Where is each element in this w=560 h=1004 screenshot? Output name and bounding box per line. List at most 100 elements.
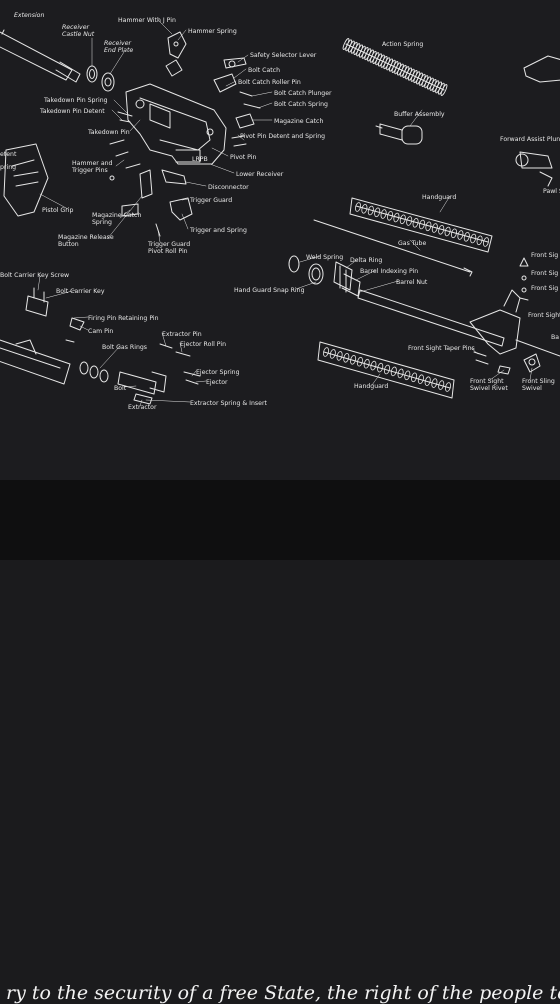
handguard-rib — [377, 362, 384, 373]
bolt-carrier — [0, 339, 71, 385]
barrel-rings — [288, 255, 324, 285]
handguard-rib — [483, 237, 489, 247]
label-front-sig-2: Front Sig — [531, 270, 559, 277]
handguard-bottom — [317, 341, 455, 399]
handguard-rib — [336, 351, 343, 361]
handguard-rib — [444, 226, 451, 237]
handguard-rib — [329, 349, 336, 359]
handguard-rib — [431, 378, 438, 388]
label-pivot-pin-detent-spring: Pivot Pin Detent and Spring — [240, 133, 326, 140]
handguard-rib — [451, 228, 457, 239]
handguard-rib — [412, 218, 419, 228]
barrel — [357, 289, 560, 357]
handguard-rib — [404, 370, 411, 381]
label-takedown-pin-detent: Takedown Pin Detent — [40, 108, 105, 115]
label-barrel-indexing-pin: Barrel Indexing Pin — [360, 268, 419, 275]
label-hammer-spring: Hammer Spring — [188, 28, 237, 35]
label-pistol-grip: Pistol Grip — [42, 207, 74, 214]
handguard-rib — [470, 233, 477, 244]
label-takedown-pin: Takedown Pin — [88, 129, 130, 136]
handguard-rib — [387, 211, 393, 221]
handguard-rib — [425, 221, 432, 232]
bolt-part — [117, 371, 167, 395]
handguard-rib — [350, 355, 357, 365]
action-spring — [345, 43, 445, 91]
label-front-sight-right: Front Sight — [528, 312, 560, 319]
castle-nut — [86, 65, 98, 83]
label-buffer-assembly: Buffer Assembly — [394, 111, 445, 118]
label-bolt-catch-plunger: Bolt Catch Plunger — [274, 90, 332, 97]
handguard-ribs — [323, 202, 489, 392]
handguard-rib — [419, 219, 425, 230]
label-extractor-spring-insert: Extractor Spring & Insert — [190, 400, 267, 407]
bolt-catch-parts — [213, 73, 261, 147]
label-bolt-carrier-key: Bolt Carrier Key — [56, 288, 105, 295]
handguard-rib — [370, 360, 377, 371]
pistol-grip — [3, 143, 49, 217]
label-ejector-roll-pin: Ejector Roll Pin — [180, 341, 227, 348]
label-ba-right: Ba — [551, 334, 560, 341]
label-delta-ring: Delta Ring — [350, 257, 383, 264]
label-bolt-catch-spring: Bolt Catch Spring — [274, 101, 328, 108]
receiver-extension — [0, 29, 81, 83]
cam-pin-firing-pin — [65, 317, 85, 343]
handguard-rib — [361, 204, 368, 214]
label-hammer-with-j-pin: Hammer With J Pin — [118, 17, 176, 24]
label-extension: Extension — [14, 12, 45, 19]
handguard-rib — [380, 209, 387, 219]
front-sight-pins — [473, 351, 541, 375]
handguard-rib — [431, 223, 438, 233]
label-gas-tube: Gas Tube — [398, 240, 427, 247]
label-disconnector: Disconnector — [208, 184, 249, 191]
handguard-rib — [367, 205, 374, 216]
handguard-rib — [363, 358, 370, 369]
end-plate — [101, 72, 115, 92]
label-spring-left: pring — [0, 164, 17, 171]
handguard-rib — [445, 382, 451, 392]
label-extractor: Extractor — [128, 404, 157, 411]
handguard-rib — [399, 214, 406, 225]
label-pivot-pin: Pivot Pin — [230, 154, 257, 161]
label-firing-pin-retaining-pin: Firing Pin Retaining Pin — [88, 315, 159, 322]
label-lower-receiver: Lower Receiver — [236, 171, 284, 178]
handguard-rib — [384, 364, 390, 375]
handguard-rib — [438, 380, 445, 390]
handguard-top — [349, 197, 493, 253]
handguard-rib — [355, 202, 361, 212]
label-handguard-top: Handguard — [422, 194, 457, 201]
handguard-rib — [397, 368, 404, 379]
label-detent: etent — [0, 151, 17, 158]
handguard-rib — [323, 347, 329, 357]
bolt-gas-rings — [79, 361, 109, 383]
forward-assist — [515, 151, 553, 187]
label-trigger-guard: Trigger Guard — [190, 197, 233, 204]
front-sight-small-parts — [519, 257, 529, 301]
lower-receiver-body — [125, 83, 227, 165]
label-trigger-and-spring: Trigger and Spring — [190, 227, 247, 234]
label-front-sig-3: Front Sig — [531, 285, 559, 292]
label-action-spring: Action Spring — [382, 41, 424, 48]
handguard-rib — [476, 235, 483, 246]
action-spring-coils — [342, 38, 448, 96]
top-right-part — [523, 55, 560, 83]
handguard-rib — [457, 230, 464, 240]
label-extractor-pin: Extractor Pin — [162, 331, 202, 338]
label-bolt-catch-roller-pin: Bolt Catch Roller Pin — [238, 79, 301, 86]
label-barrel-nut: Barrel Nut — [396, 279, 428, 286]
exploded-parts-diagram — [0, 19, 560, 407]
label-weld-spring: Weld Spring — [306, 254, 344, 261]
label-lower-receiver-stamp: LRPB — [192, 156, 208, 163]
buffer-assembly — [375, 123, 423, 145]
gas-tube — [313, 219, 473, 277]
mag-release — [121, 169, 153, 217]
label-magazine-catch: Magazine Catch — [274, 118, 324, 125]
safety-selector — [223, 57, 247, 69]
label-pawl-s: Pawl S — [543, 188, 560, 195]
label-safety-selector-lever: Safety Selector Lever — [250, 52, 317, 59]
label-hand-guard-snap-ring: Hand Guard Snap Ring — [234, 287, 305, 294]
